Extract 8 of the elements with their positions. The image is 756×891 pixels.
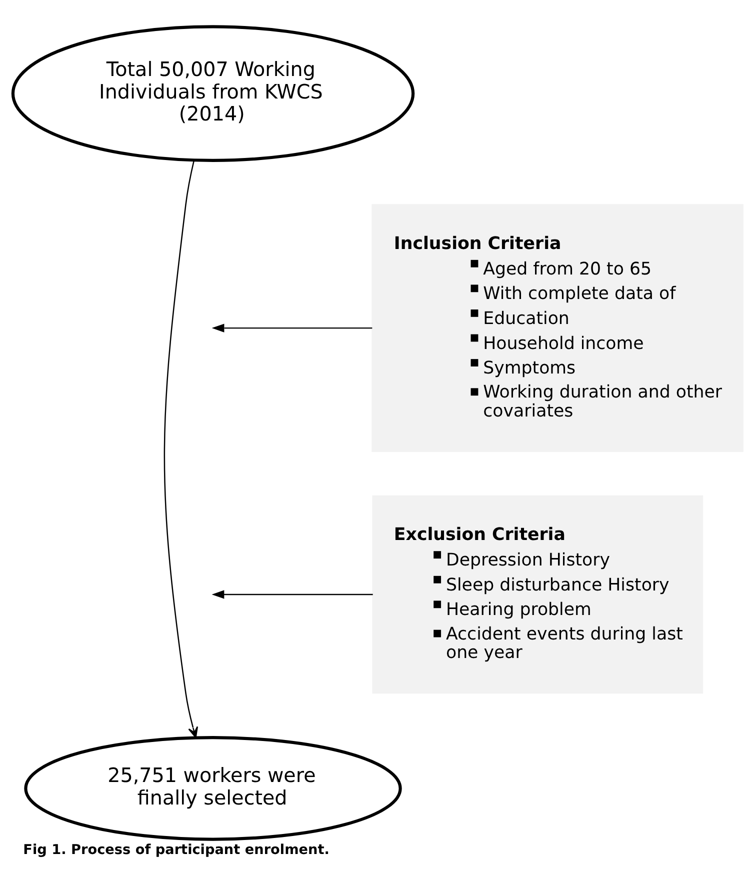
arrow	[212, 590, 373, 599]
node-box: Inclusion Criteria Aged from 20 to 65 With complete data of Education Household income Symptoms Working duration and other covariates	[372, 204, 744, 452]
node-box: Exclusion Criteria Depression History Sleep disturbance History Hearing problem Accident events during last one year	[372, 495, 704, 694]
arrow	[212, 324, 372, 332]
caption: Fig 1. Process of participant enrolment.	[23, 842, 330, 858]
node-ellipse: Total 50,007 Working Individuals from KWCS (2014)	[11, 25, 415, 162]
node-ellipse: 25,751 workers were finally selected	[24, 736, 402, 841]
arrow	[164, 160, 198, 738]
